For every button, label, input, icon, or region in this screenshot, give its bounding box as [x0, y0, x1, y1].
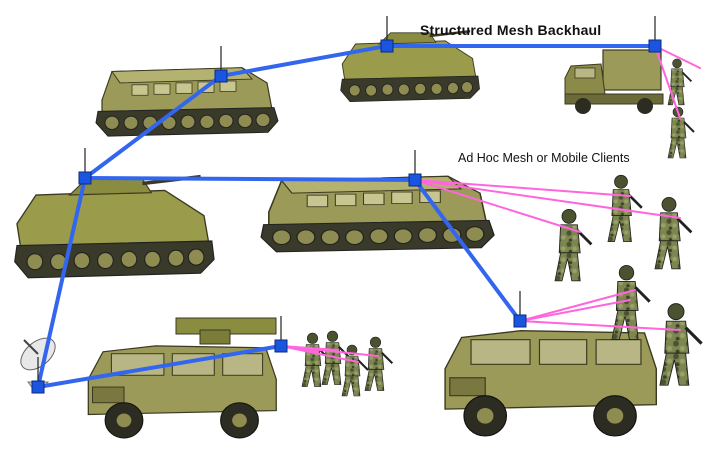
- client-link: [414, 179, 631, 197]
- backhaul-label: Structured Mesh Backhaul: [420, 22, 602, 38]
- mesh-node-icon: [274, 339, 288, 353]
- client-link: [414, 179, 581, 233]
- mesh-node-icon: [214, 69, 228, 83]
- backbone-link: [83, 74, 223, 180]
- soldier-icon: [553, 207, 593, 283]
- client-link: [280, 345, 379, 357]
- soldier-icon: [363, 335, 394, 392]
- backbone-link: [413, 178, 522, 323]
- mesh-node-icon: [380, 39, 394, 53]
- mesh-nodes: [31, 16, 662, 394]
- client-link: [654, 45, 701, 69]
- clients-label: Ad Hoc Mesh or Mobile Clients: [458, 151, 630, 165]
- soldier-icon: [653, 195, 693, 271]
- client-link: [519, 320, 681, 331]
- humvee-icon: [444, 330, 658, 437]
- mesh-node-icon: [408, 173, 422, 187]
- missile-humvee-icon: [87, 317, 277, 439]
- network-links: [36, 44, 701, 389]
- client-link: [280, 345, 359, 363]
- soldier-icon: [658, 302, 704, 387]
- backbone-link: [36, 176, 87, 389]
- client-link: [414, 179, 681, 219]
- ifv-tank-icon: [12, 174, 216, 280]
- backbone-link: [36, 344, 283, 389]
- mesh-node-icon: [648, 39, 662, 53]
- soldier-icon: [667, 58, 693, 106]
- backbone-link: [83, 176, 417, 182]
- cargo-truck-icon: [564, 49, 664, 114]
- client-link: [519, 299, 631, 322]
- soldier-icon: [667, 106, 695, 159]
- client-link: [519, 289, 636, 322]
- backbone-link: [219, 44, 389, 78]
- client-link: [654, 45, 681, 119]
- mesh-node-icon: [78, 171, 92, 185]
- mesh-node-icon: [31, 380, 45, 394]
- ifv-tank-icon: [339, 30, 481, 103]
- mesh-node-icon: [513, 314, 527, 328]
